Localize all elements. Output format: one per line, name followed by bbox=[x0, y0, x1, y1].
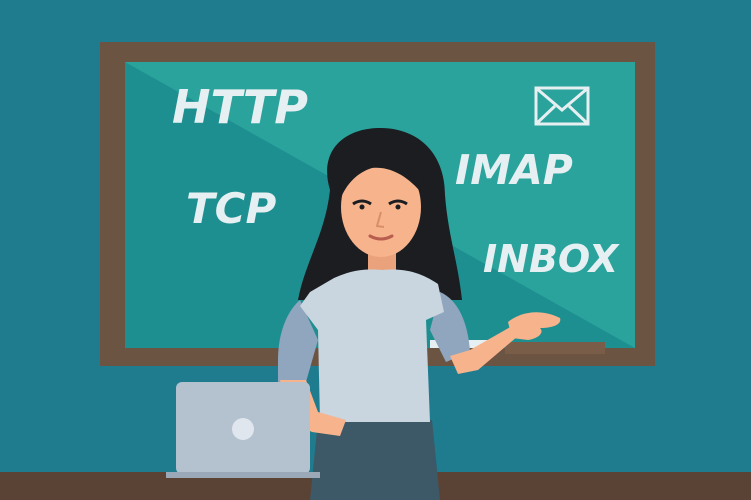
envelope-icon bbox=[534, 86, 590, 126]
board-word-imap: IMAP bbox=[455, 146, 573, 194]
hair-fringe bbox=[339, 141, 425, 200]
face bbox=[341, 157, 421, 257]
mouth bbox=[368, 234, 394, 241]
laptop bbox=[166, 382, 320, 478]
right-forearm bbox=[450, 326, 518, 374]
teacher bbox=[278, 128, 561, 500]
board-word-inbox: INBOX bbox=[483, 237, 619, 281]
eyes bbox=[352, 199, 408, 210]
left-sleeve bbox=[278, 300, 318, 382]
nose bbox=[375, 211, 385, 228]
laptop-base bbox=[166, 472, 320, 478]
board-word-tcp: TCP bbox=[186, 184, 277, 233]
laptop-logo bbox=[232, 418, 254, 440]
board-ledge bbox=[505, 342, 605, 354]
right-hand bbox=[508, 312, 561, 340]
board-word-http: HTTP bbox=[172, 80, 309, 134]
skirt bbox=[310, 420, 440, 500]
shirt bbox=[300, 269, 444, 422]
